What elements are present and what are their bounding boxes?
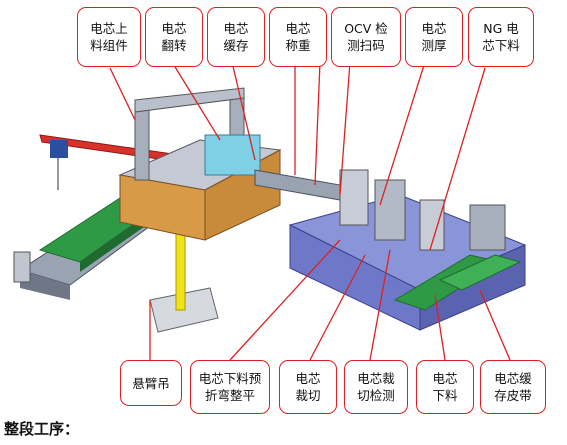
callout-cell-flip: 电芯翻转 bbox=[145, 7, 203, 67]
callout-line: 电芯 bbox=[285, 21, 311, 36]
callout-ocv-test-scan: OCV 检测扫码 bbox=[331, 7, 401, 67]
callout-line: 存皮带 bbox=[494, 388, 532, 403]
callout-line: 电芯裁 bbox=[357, 371, 395, 386]
callout-line: 料组件 bbox=[90, 38, 128, 53]
callout-cell-thickness: 电芯测厚 bbox=[405, 7, 463, 67]
callout-cutting-inspection: 电芯裁切检测 bbox=[344, 360, 408, 414]
callout-cell-cutting: 电芯裁切 bbox=[279, 360, 337, 414]
callout-ng-cell-unloading: NG 电芯下料 bbox=[468, 7, 534, 67]
callout-line: 下料 bbox=[432, 388, 458, 403]
callout-line: NG 电 bbox=[483, 21, 519, 36]
callout-buffer-belt: 电芯缓存皮带 bbox=[480, 360, 546, 414]
callout-cell-loading-assembly: 电芯上料组件 bbox=[77, 7, 141, 67]
callout-line: 裁切 bbox=[295, 388, 321, 403]
callout-line: 折弯整平 bbox=[204, 388, 255, 403]
callout-line: 悬臂吊 bbox=[132, 375, 170, 391]
callout-cell-unloading: 电芯下料 bbox=[416, 360, 474, 414]
callout-cell-weighing: 电芯称重 bbox=[269, 7, 327, 67]
callout-line: 电芯下料预 bbox=[198, 371, 262, 386]
callout-line: 芯下料 bbox=[482, 38, 520, 53]
callout-line: 电芯缓 bbox=[494, 371, 532, 386]
callout-line: 测扫码 bbox=[347, 38, 385, 53]
callout-line: 电芯 bbox=[161, 21, 187, 36]
callout-line: 测厚 bbox=[421, 38, 447, 53]
callout-cell-buffer: 电芯缓存 bbox=[207, 7, 265, 67]
callout-line: 缓存 bbox=[223, 38, 249, 53]
callout-line: 电芯 bbox=[223, 21, 249, 36]
callout-line: 电芯 bbox=[432, 371, 458, 386]
callout-line: 切检测 bbox=[357, 388, 395, 403]
callout-line: 电芯 bbox=[421, 21, 447, 36]
main-machine bbox=[288, 169, 527, 331]
callout-jib-crane: 悬臂吊 bbox=[120, 360, 182, 406]
section-title: 整段工序： bbox=[4, 420, 80, 438]
callout-unloading-prebend-flatten: 电芯下料预折弯整平 bbox=[190, 360, 270, 414]
callout-line: OCV 检 bbox=[344, 21, 388, 36]
callout-line: 电芯上 bbox=[90, 21, 128, 36]
callout-line: 电芯 bbox=[295, 371, 321, 386]
callout-line: 翻转 bbox=[161, 38, 187, 53]
callout-line: 称重 bbox=[285, 38, 311, 53]
